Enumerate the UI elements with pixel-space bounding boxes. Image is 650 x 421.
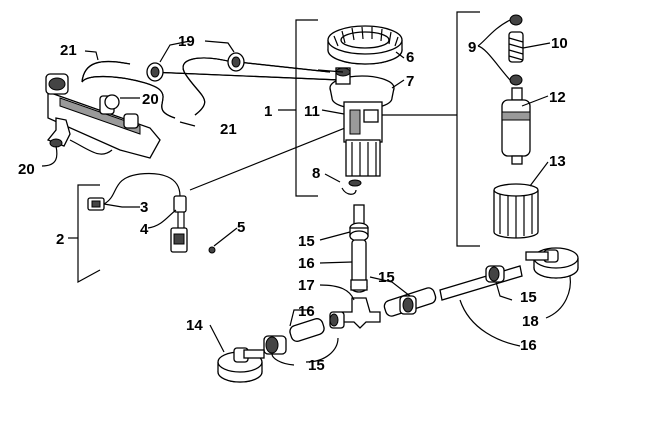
callout-20: 20 bbox=[18, 161, 35, 178]
callout-15: 15 bbox=[378, 269, 395, 286]
callout-15: 15 bbox=[298, 233, 315, 250]
pump-kit bbox=[493, 14, 539, 239]
leader-harness-to-sender bbox=[189, 117, 371, 191]
callout-16: 16 bbox=[298, 255, 315, 272]
callout-12: 12 bbox=[549, 89, 566, 106]
hose-clamp-20a bbox=[104, 94, 120, 110]
fuel-filter-14 bbox=[217, 347, 265, 383]
leader-lines bbox=[41, 19, 571, 366]
fuel-hoses bbox=[81, 57, 341, 119]
callout-10: 10 bbox=[551, 35, 568, 52]
callout-7: 7 bbox=[406, 73, 414, 90]
callout-16: 16 bbox=[298, 303, 315, 320]
callout-1: 1 bbox=[264, 103, 272, 120]
callout-19: 19 bbox=[178, 33, 195, 50]
callout-2: 2 bbox=[56, 231, 64, 248]
callout-13: 13 bbox=[549, 153, 566, 170]
pickup-line bbox=[263, 204, 523, 355]
fuel-rail-assembly bbox=[45, 73, 161, 159]
callout-21: 21 bbox=[60, 42, 77, 59]
hose-clamp-19a bbox=[146, 62, 164, 82]
callout-5: 5 bbox=[237, 219, 245, 236]
callout-16: 16 bbox=[520, 337, 537, 354]
callout-3: 3 bbox=[140, 199, 148, 216]
group-bracket-2 bbox=[68, 184, 101, 284]
fuel-sender-assembly bbox=[317, 67, 395, 195]
callout-15: 15 bbox=[308, 357, 325, 374]
callout-17: 17 bbox=[298, 277, 315, 294]
callout-18: 18 bbox=[522, 313, 539, 330]
callout-11: 11 bbox=[304, 103, 320, 120]
group-bracket-pump-kit bbox=[456, 11, 480, 247]
callout-20: 20 bbox=[142, 91, 159, 108]
callout-15: 15 bbox=[520, 289, 537, 306]
wire-harness bbox=[87, 172, 216, 254]
lock-ring bbox=[327, 25, 403, 65]
callout-9: 9 bbox=[468, 39, 476, 56]
callout-14: 14 bbox=[186, 317, 203, 334]
hose-clamp-19b bbox=[227, 52, 245, 72]
callout-4: 4 bbox=[140, 221, 149, 238]
callout-8: 8 bbox=[312, 165, 320, 182]
fuel-filter-18 bbox=[525, 247, 579, 279]
callout-6: 6 bbox=[406, 49, 414, 66]
callout-21: 21 bbox=[220, 121, 237, 138]
callout-labels: 21 19 20 21 20 1 2 3 4 5 6 7 11 8 9 10 1… bbox=[18, 33, 568, 374]
group-bracket-1 bbox=[278, 19, 318, 197]
